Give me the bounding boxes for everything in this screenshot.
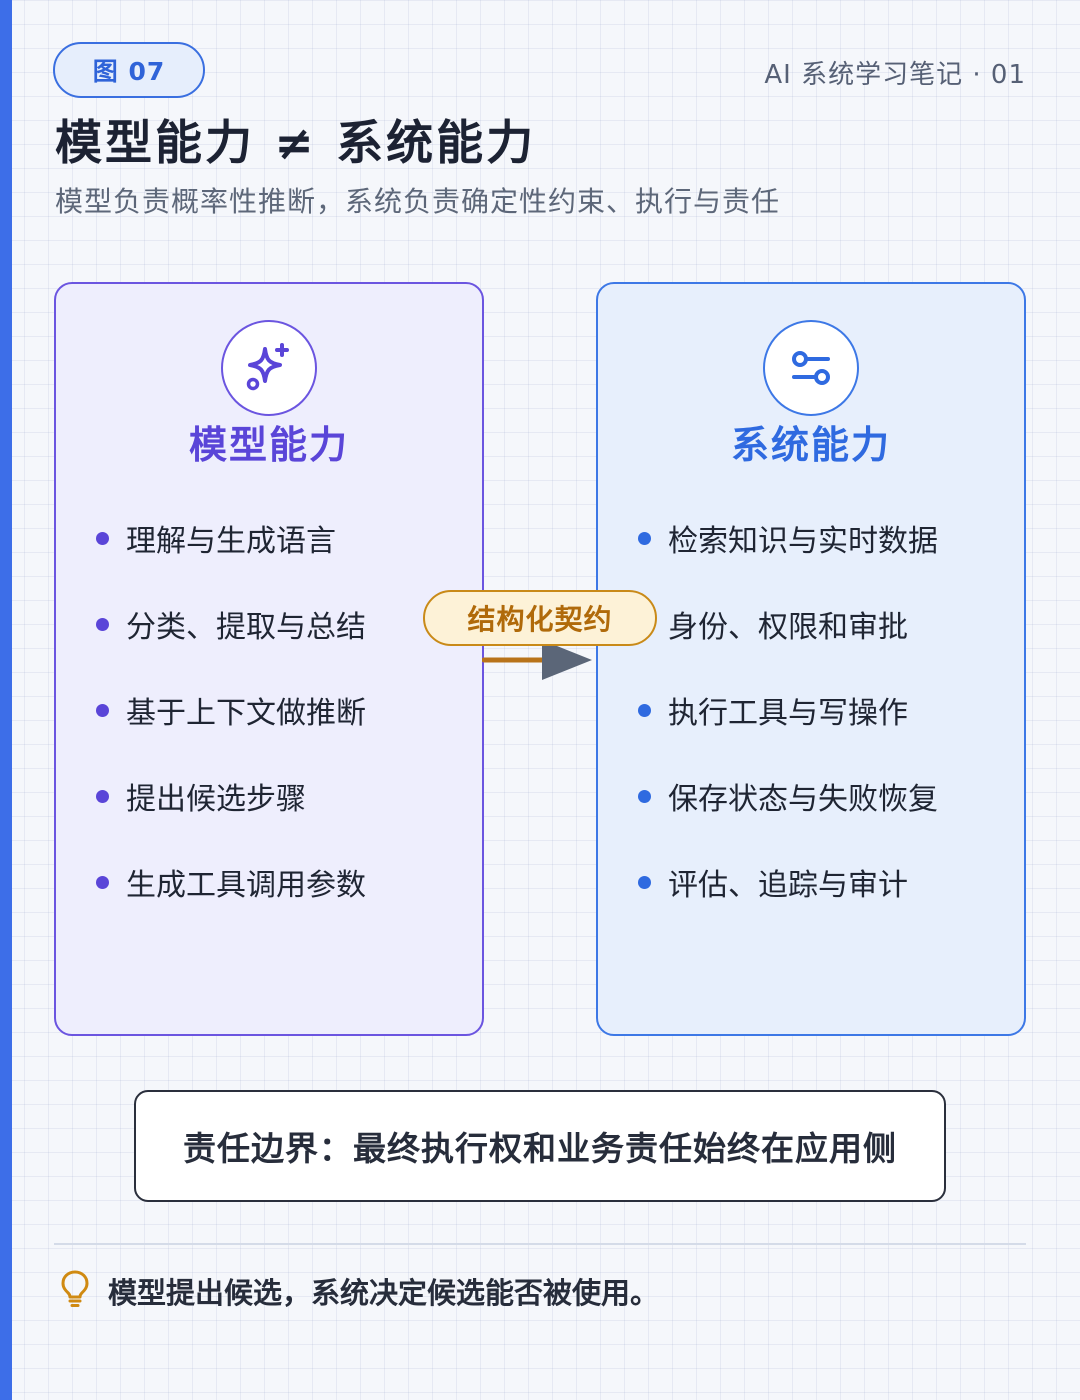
list-item: 分类、提取与总结 [96,604,366,645]
arrow-right-icon [482,640,592,680]
list-item: 评估、追踪与审计 [638,862,908,903]
page-subtitle: 模型负责概率性推断，系统负责确定性约束、执行与责任 [55,185,781,218]
bullet-dot [96,703,109,717]
list-item: 提出候选步骤 [96,776,306,817]
system-capability-card: 系统能力 检索知识与实时数据 身份、权限和审批 执行工具与写操作 保存状态与失败… [596,282,1026,1036]
bullet-dot [96,617,109,631]
bullet-dot [638,703,651,717]
bullet-dot [96,789,109,803]
structured-contract-label: 结构化契约 [423,590,657,646]
model-card-title: 模型能力 [188,423,349,467]
footer-tip: 模型提出候选，系统决定候选能否被使用。 [108,1276,660,1310]
bullet-dot [96,531,109,545]
page-title: 模型能力 ≠ 系统能力 [55,116,537,171]
bullet-dot [96,875,109,889]
divider [54,1243,1026,1245]
bullet-dot [638,531,651,545]
model-capability-card: 模型能力 理解与生成语言 分类、提取与总结 基于上下文做推断 提出候选步骤 生成… [54,282,484,1036]
left-accent-bar [0,0,12,1400]
list-item: 生成工具调用参数 [96,862,366,903]
list-item: 理解与生成语言 [96,518,336,559]
list-item: 保存状态与失败恢复 [638,776,938,817]
bullet-dot [638,789,651,803]
list-item: 检索知识与实时数据 [638,518,938,559]
sliders-icon [763,320,859,416]
sparkles-icon [221,320,317,416]
lightbulb-icon [61,1270,89,1307]
series-label: AI 系统学习笔记 · 01 [764,60,1026,90]
bullet-dot [638,875,651,889]
list-item: 身份、权限和审批 [668,610,908,645]
responsibility-boundary-box: 责任边界：最终执行权和业务责任始终在应用侧 [134,1090,946,1202]
list-item: 基于上下文做推断 [96,690,366,731]
system-card-title: 系统能力 [730,423,891,467]
figure-badge: 图 07 [53,42,205,98]
list-item: 执行工具与写操作 [638,690,908,731]
